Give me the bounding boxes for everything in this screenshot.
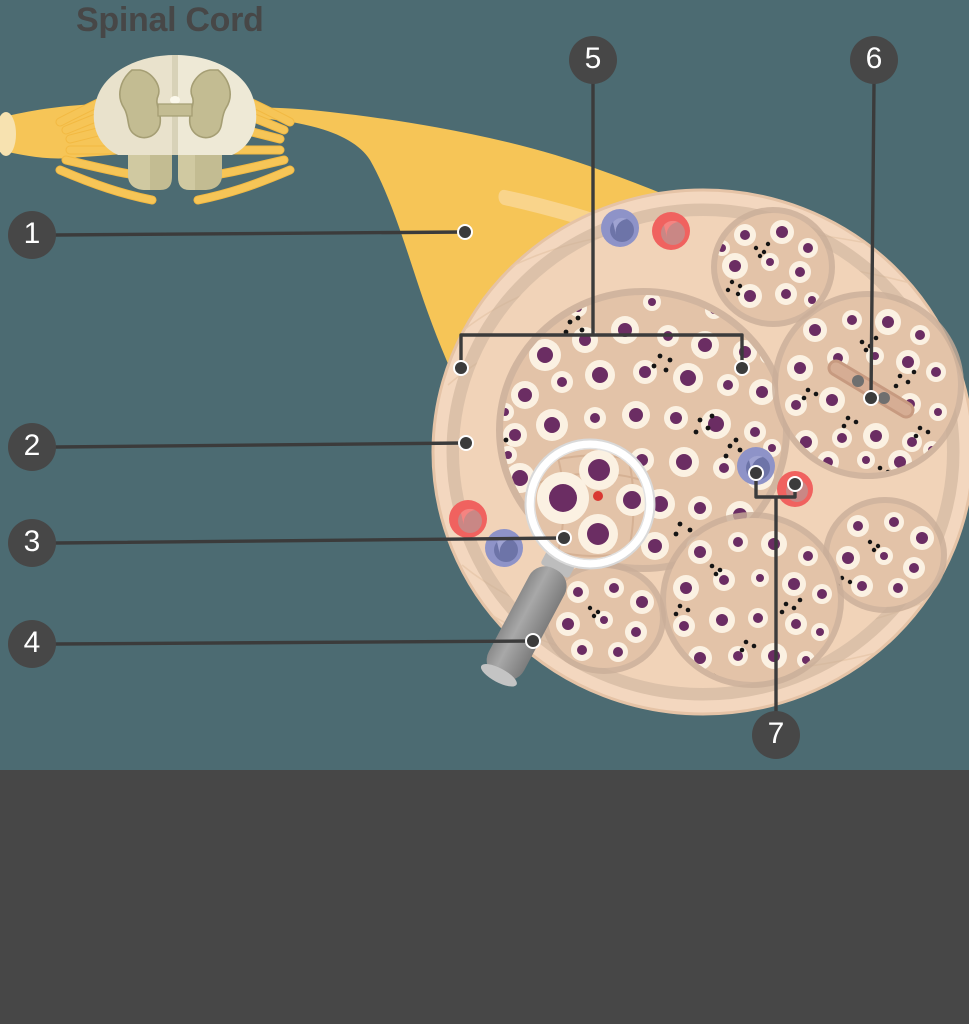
marker-1[interactable]: 1 — [8, 211, 56, 259]
leader-dot-6 — [863, 390, 879, 406]
leader-dot-3 — [556, 530, 572, 546]
magnified-capillary — [593, 491, 603, 501]
marker-2-label: 2 — [23, 429, 41, 462]
marker-5-label: 5 — [584, 42, 602, 75]
marker-3-label: 3 — [23, 525, 41, 558]
bottom-answer-panel — [0, 770, 969, 1024]
leader-line-5 — [459, 82, 744, 370]
leader-dot-4 — [525, 633, 541, 649]
leader-endpoints — [453, 224, 879, 649]
leader-line-6 — [869, 82, 876, 400]
leader-line-2 — [54, 441, 468, 449]
leader-dot-5b — [734, 360, 750, 376]
fascicle-top-right — [711, 207, 835, 327]
magnified-axon-right — [616, 484, 648, 516]
page-title: Spinal Cord — [76, 1, 264, 39]
leader-lines — [54, 82, 876, 713]
marker-6-label: 6 — [865, 42, 883, 75]
fascicle-bottom-left — [542, 562, 666, 674]
marker-5[interactable]: 5 — [569, 36, 617, 84]
marker-1-label: 1 — [23, 217, 41, 250]
leader-dot-7a — [748, 465, 764, 481]
marker-2[interactable]: 2 — [8, 423, 56, 471]
magnifier — [480, 438, 656, 687]
artery-top — [652, 212, 690, 250]
marker-6[interactable]: 6 — [850, 36, 898, 84]
leader-dot-5a — [453, 360, 469, 376]
leader-line-7 — [754, 471, 797, 713]
vein-top — [601, 209, 639, 247]
magnified-axon-large — [537, 472, 589, 524]
marker-7-label: 7 — [767, 717, 785, 750]
marker-4-label: 4 — [23, 626, 41, 659]
leader-line-3 — [54, 536, 566, 545]
leader-dot-2 — [458, 435, 474, 451]
leader-line-1 — [54, 230, 467, 237]
vein-left — [485, 529, 523, 567]
fascicle-right — [772, 291, 964, 479]
leader-dot-1 — [457, 224, 473, 240]
marker-4[interactable]: 4 — [8, 620, 56, 668]
artery-left — [449, 500, 487, 538]
marker-3[interactable]: 3 — [8, 519, 56, 567]
leader-line-4 — [54, 639, 535, 646]
fascicle-bottom — [660, 512, 844, 688]
magnified-axon-top — [579, 450, 619, 490]
leader-dot-7b — [787, 476, 803, 492]
fascicle-bottom-right — [823, 497, 947, 613]
nerve-cross-section — [431, 188, 969, 716]
magnified-axon-bottom — [578, 514, 618, 554]
marker-7[interactable]: 7 — [752, 711, 800, 759]
